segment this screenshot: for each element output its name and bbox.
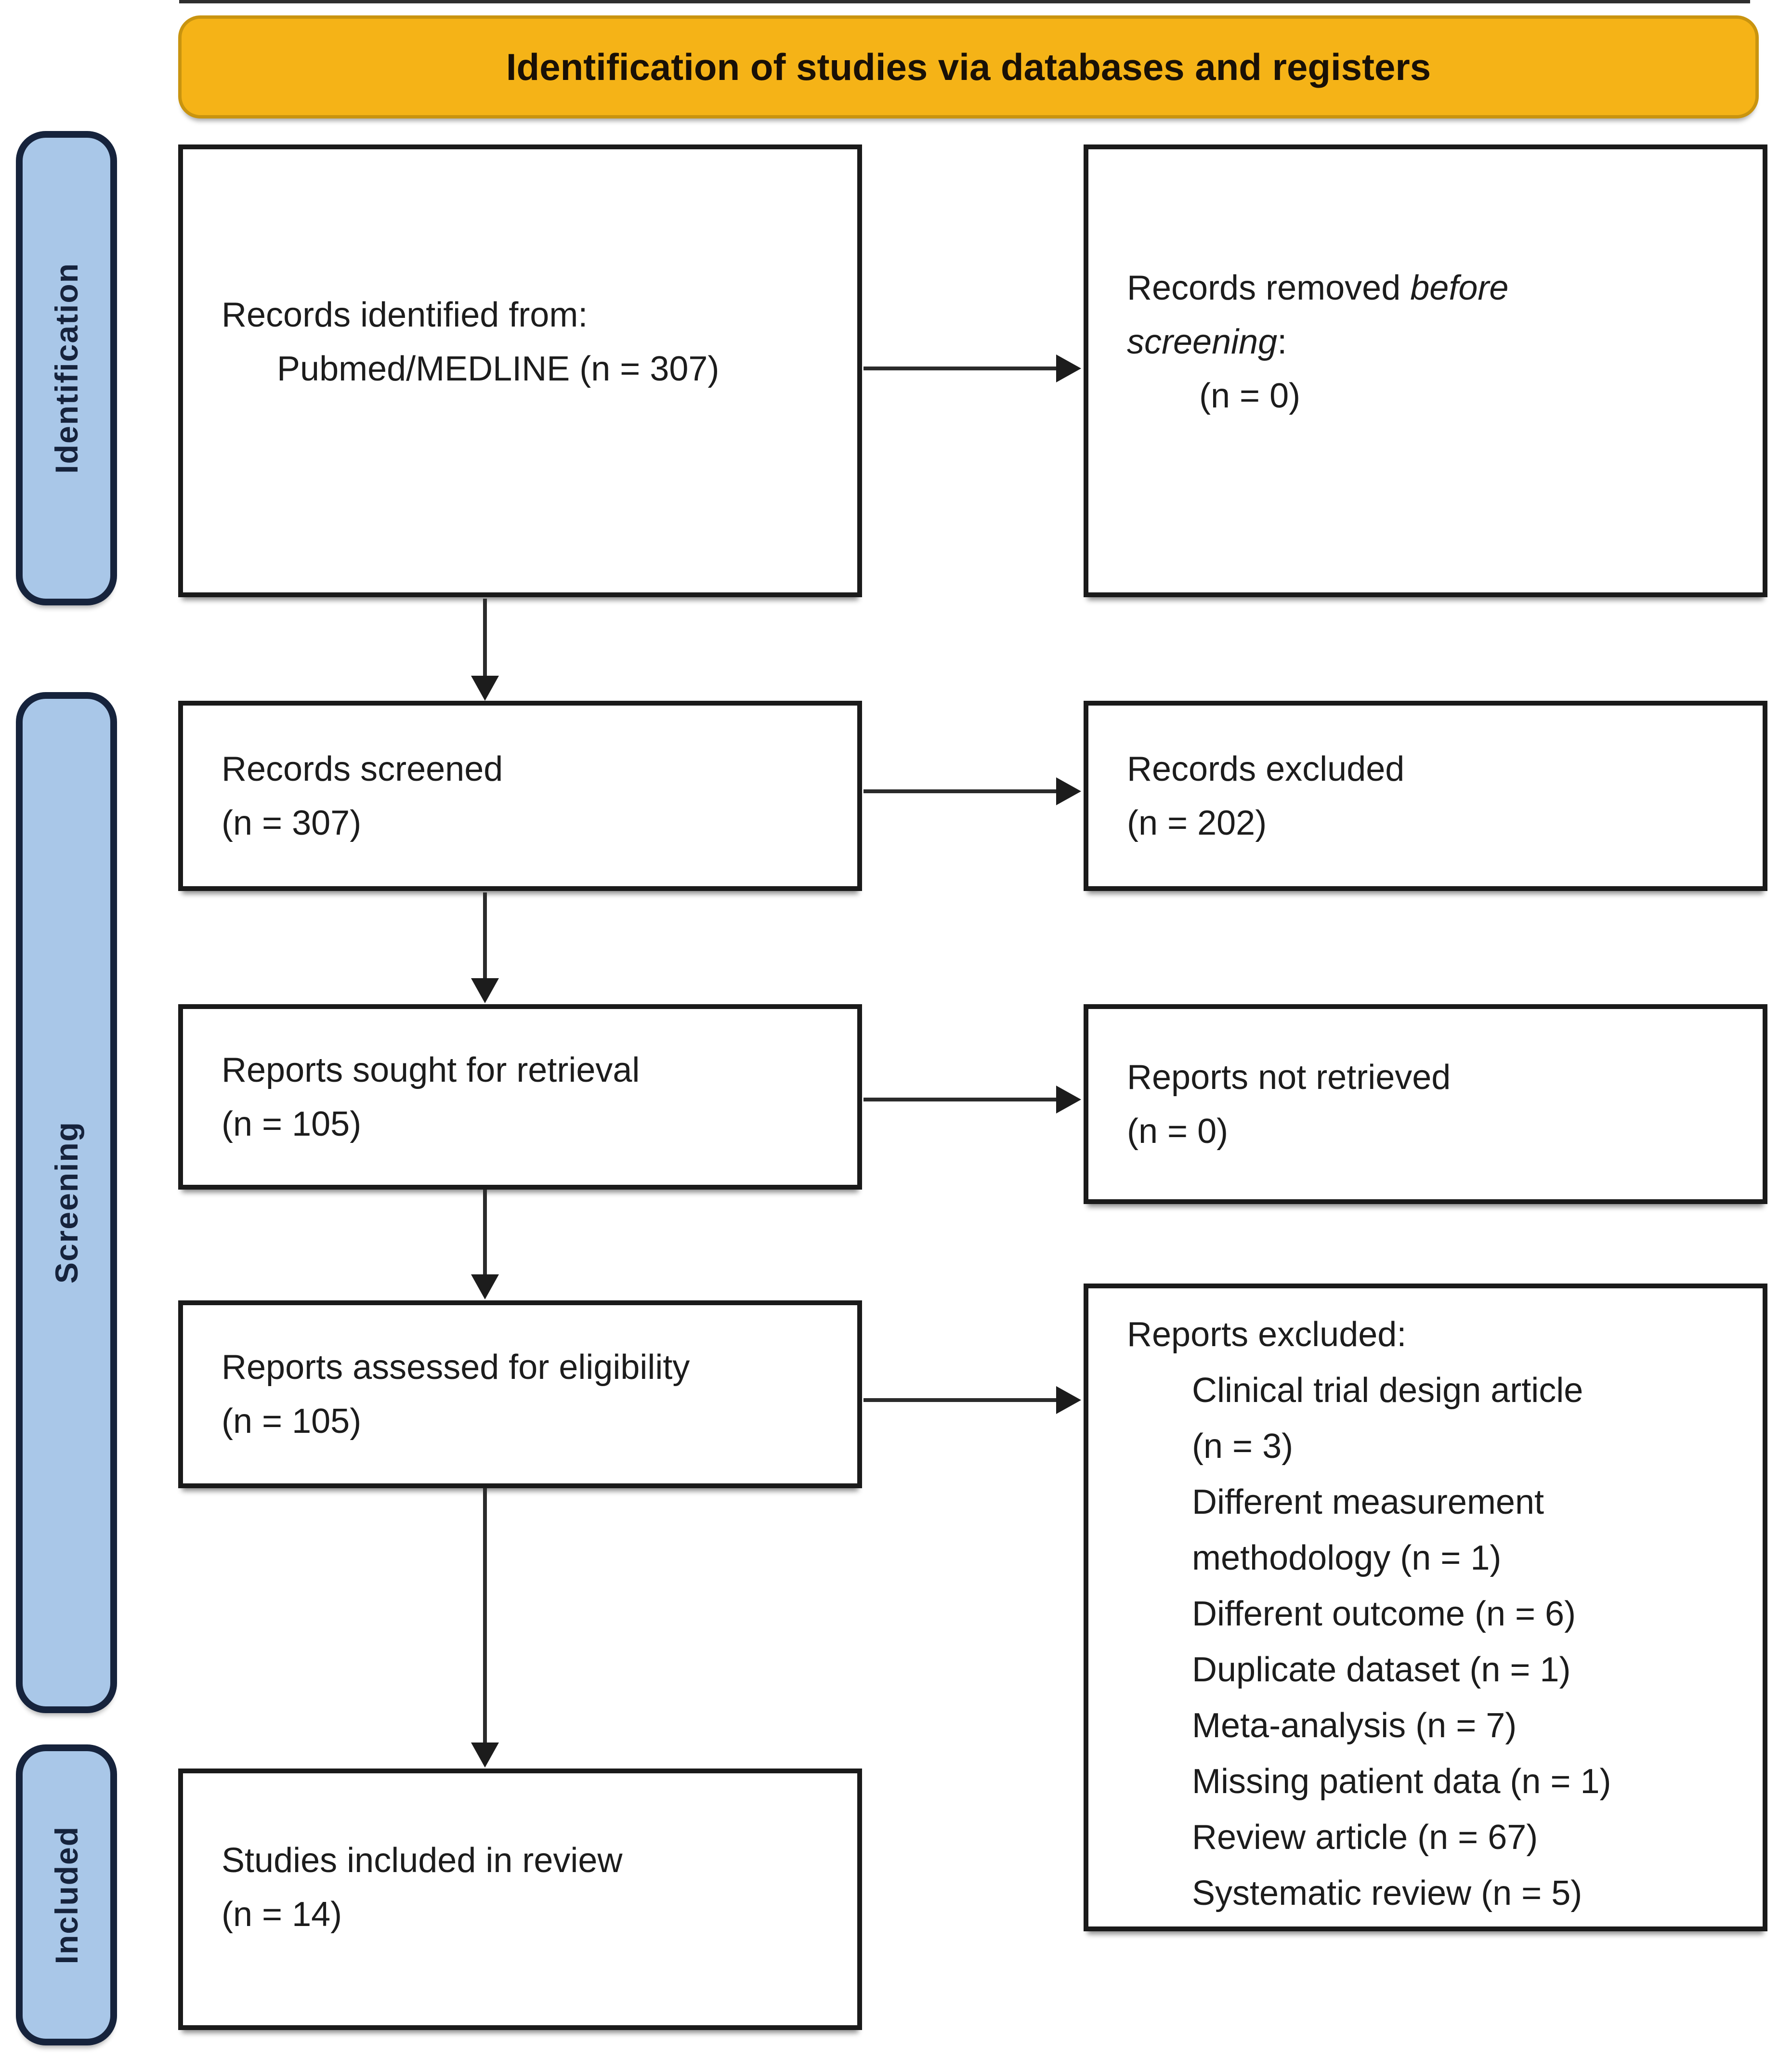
records-excluded-count: (n = 202) — [1127, 803, 1267, 842]
excluded-reason: Meta-analysis (n = 7) — [1192, 1706, 1517, 1745]
stage-identification-text: Identification — [49, 262, 84, 474]
studies-included-line1: Studies included in review — [222, 1841, 623, 1880]
records-identified-line2: Pubmed/MEDLINE (n = 307) — [277, 350, 719, 388]
excluded-reason: Review article (n = 67) — [1192, 1818, 1538, 1857]
arrow-identified-to-screened — [471, 599, 499, 701]
records-removed-text: Records removed — [1127, 269, 1411, 307]
reports-assessed-count: (n = 105) — [222, 1402, 362, 1441]
box-studies-included: Studies included in review (n = 14) — [178, 1769, 862, 2030]
arrow-screened-to-excluded — [863, 777, 1081, 805]
stage-label-identification: Identification — [16, 131, 117, 605]
arrow-screened-to-sought — [471, 892, 499, 1003]
excluded-reason: Systematic review (n = 5) — [1192, 1874, 1583, 1913]
stage-included-text: Included — [49, 1825, 84, 1965]
records-removed-italic1: before — [1410, 269, 1509, 307]
records-removed-colon: : — [1277, 323, 1287, 361]
stage-label-included: Included — [16, 1744, 117, 2045]
box-reports-not-retrieved: Reports not retrieved (n = 0) — [1084, 1004, 1767, 1204]
reports-not-retrieved-line1: Reports not retrieved — [1127, 1058, 1451, 1097]
box-records-screened: Records screened (n = 307) — [178, 701, 862, 891]
reports-excluded-list: Clinical trial design article(n = 3) Diff… — [1127, 1363, 1743, 1921]
records-removed-italic2: screening — [1127, 323, 1278, 361]
box-records-removed-before-screening: Records removed before screening: (n = 0… — [1084, 144, 1767, 597]
box-records-identified: Records identified from: Pubmed/MEDLINE … — [178, 144, 862, 597]
records-removed-line1: Records removed before — [1127, 261, 1743, 315]
box-records-excluded: Records excluded (n = 202) — [1084, 701, 1767, 891]
reports-sought-line1: Reports sought for retrieval — [222, 1050, 640, 1089]
records-removed-line2: screening: — [1127, 315, 1743, 369]
title-banner: Identification of studies via databases … — [178, 15, 1759, 118]
reports-assessed-line1: Reports assessed for eligibility — [222, 1348, 690, 1387]
excluded-reason: Different outcome (n = 6) — [1192, 1595, 1576, 1633]
records-screened-count: (n = 307) — [222, 803, 362, 842]
stage-screening-text: Screening — [49, 1121, 84, 1284]
records-removed-count: (n = 0) — [1199, 377, 1301, 415]
box-reports-sought: Reports sought for retrieval (n = 105) — [178, 1004, 862, 1190]
studies-included-count: (n = 14) — [222, 1895, 342, 1934]
diagram-title: Identification of studies via databases … — [506, 45, 1431, 88]
arrow-assessed-to-included — [471, 1488, 499, 1768]
arrow-identified-to-removed — [863, 354, 1081, 382]
stage-label-screening: Screening — [16, 692, 117, 1713]
records-screened-line1: Records screened — [222, 749, 503, 788]
records-identified-line1: Records identified from: — [222, 296, 588, 334]
excluded-reason: Missing patient data (n = 1) — [1192, 1762, 1611, 1801]
reports-not-retrieved-count: (n = 0) — [1127, 1112, 1229, 1151]
reports-excluded-header: Reports excluded: — [1127, 1315, 1407, 1354]
excluded-reason: Clinical trial design article(n = 3) — [1192, 1371, 1583, 1466]
box-reports-assessed: Reports assessed for eligibility (n = 10… — [178, 1300, 862, 1488]
reports-sought-count: (n = 105) — [222, 1104, 362, 1143]
arrow-assessed-to-excluded-reasons — [863, 1386, 1081, 1414]
box-reports-excluded-reasons: Reports excluded: Clinical trial design … — [1084, 1284, 1767, 1931]
excluded-reason: Duplicate dataset (n = 1) — [1192, 1651, 1571, 1689]
arrow-sought-to-assessed — [471, 1190, 499, 1299]
records-excluded-line1: Records excluded — [1127, 749, 1405, 788]
figure-top-edge-line — [179, 0, 1750, 3]
arrow-sought-to-not-retrieved — [863, 1086, 1081, 1114]
